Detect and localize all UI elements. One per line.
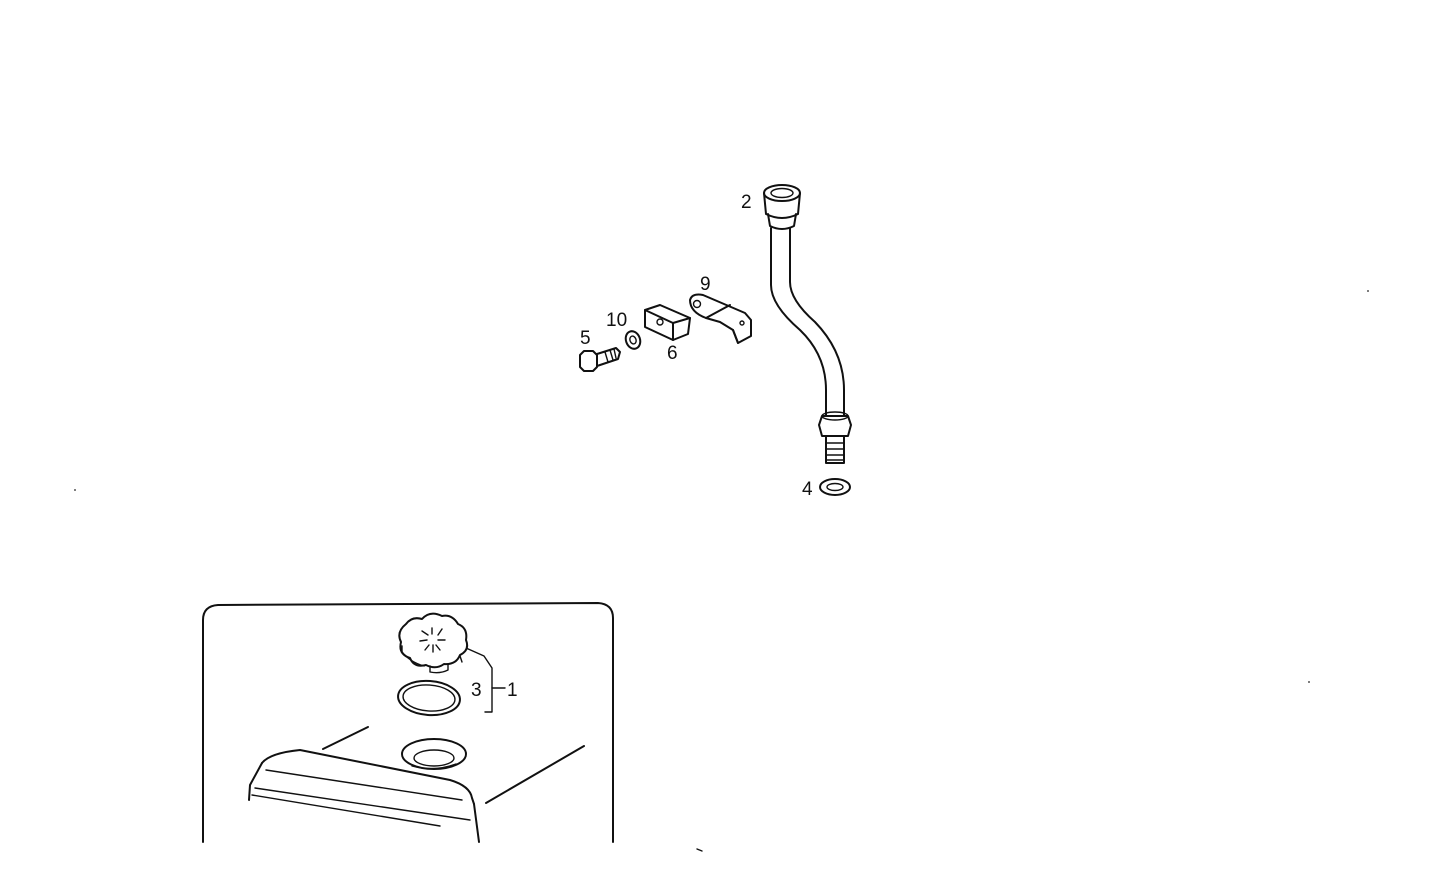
group-bracket [465, 647, 506, 713]
callout-9: 9 [700, 274, 711, 295]
bolt-5 [579, 347, 621, 372]
inset-frame [202, 602, 614, 843]
callout-10: 10 [606, 310, 627, 331]
bracket-9 [689, 293, 752, 344]
filler-cap [398, 612, 469, 674]
filler-pipe [763, 184, 852, 464]
callout-3: 3 [471, 680, 482, 701]
callout-6: 6 [667, 343, 678, 364]
callout-4: 4 [802, 479, 813, 500]
callout-1: 1 [507, 680, 518, 701]
tank-fragment [248, 726, 585, 843]
callout-5: 5 [580, 328, 591, 349]
specks [74, 290, 1369, 852]
o-ring-3 [397, 679, 461, 717]
washer-4 [819, 478, 851, 496]
callout-2: 2 [741, 192, 752, 213]
clamp-6 [644, 304, 691, 341]
washer-10 [624, 330, 642, 350]
